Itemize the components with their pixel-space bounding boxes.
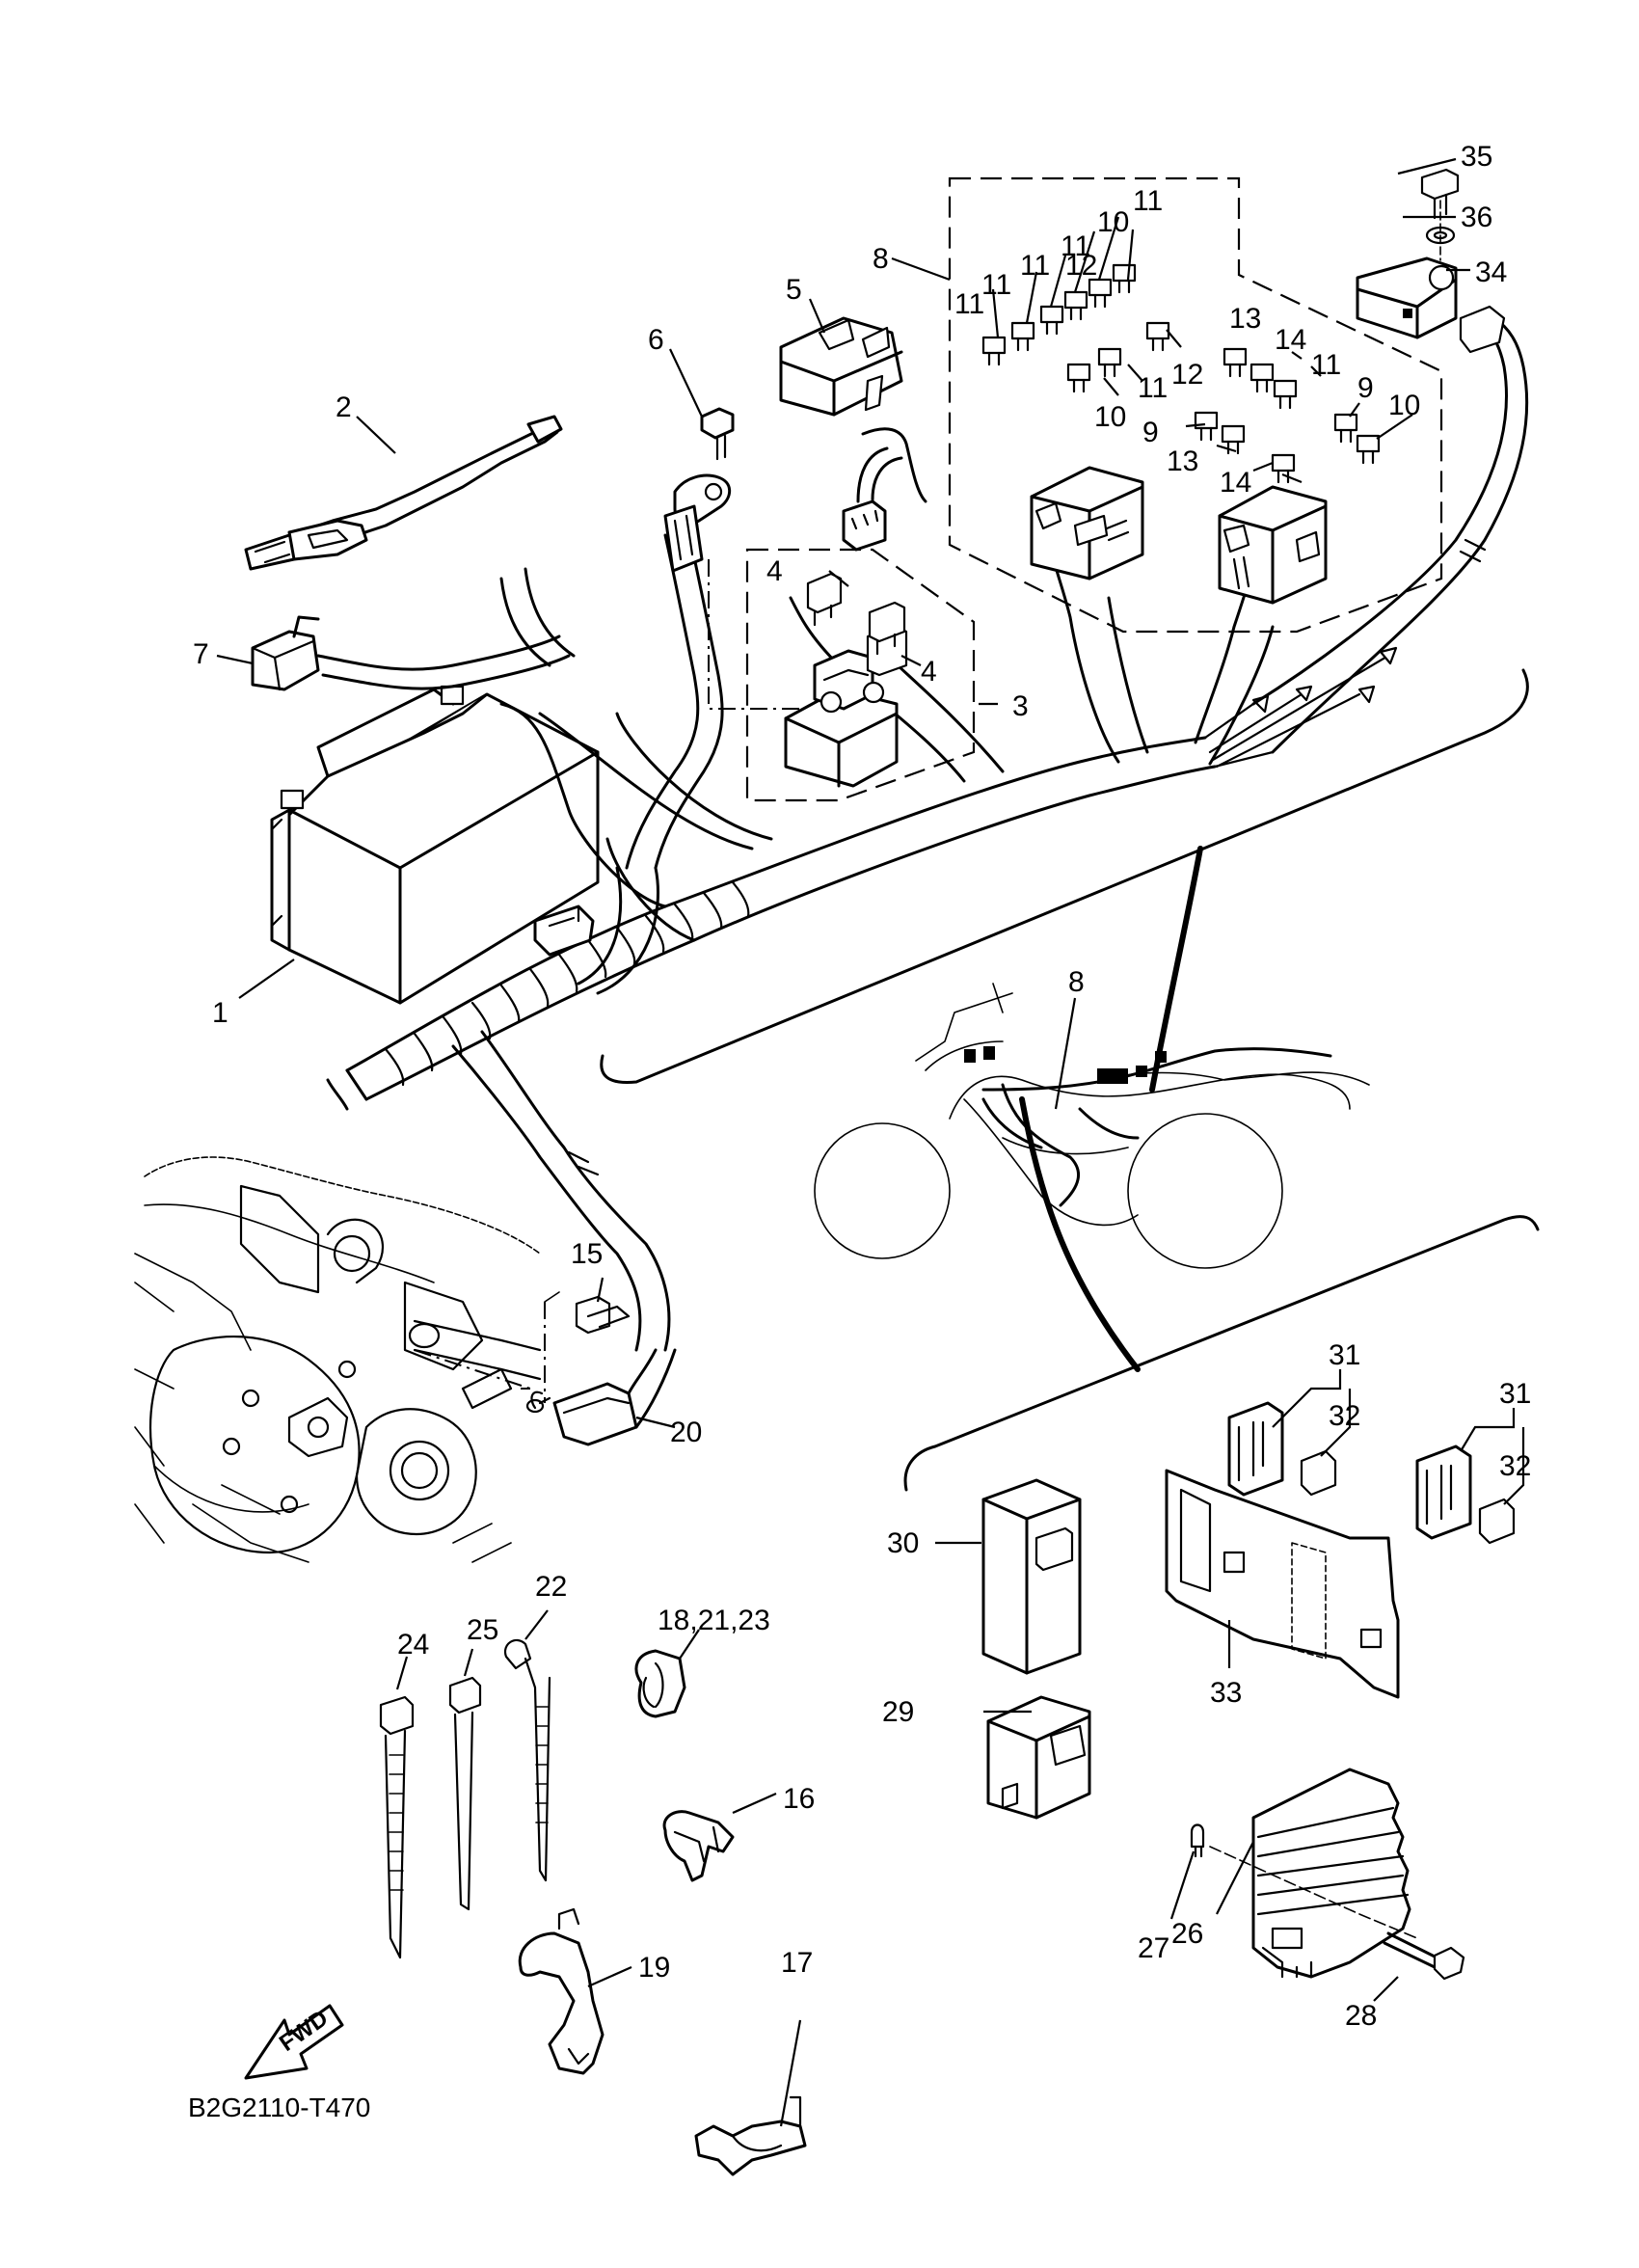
callout-31a: 31 [1329, 1339, 1360, 1371]
callout-8a: 8 [873, 243, 889, 275]
starter-relay-group [708, 548, 976, 802]
callout-9a: 9 [1142, 417, 1159, 448]
callout-18: 18,21,23 [658, 1605, 770, 1636]
callout-9b: 9 [1357, 372, 1374, 404]
divider-lines [600, 668, 1540, 1492]
callout-27: 27 [1138, 1932, 1169, 1964]
callout-8b: 8 [1068, 966, 1085, 998]
battery-band [244, 415, 563, 571]
callout-11b: 11 [1061, 230, 1090, 262]
callout-19: 19 [638, 1952, 670, 1984]
fuse-box-group [948, 176, 1443, 634]
callout-28: 28 [1345, 2000, 1377, 2032]
callout-10c: 10 [1388, 390, 1420, 421]
mounting-bracket [1165, 1469, 1400, 1699]
relay [779, 316, 927, 552]
ecu-unit [981, 1478, 1082, 1675]
rectifier-regulator [1190, 1768, 1465, 1981]
callout-33: 33 [1210, 1677, 1242, 1709]
callout-25: 25 [467, 1614, 498, 1646]
callout-1: 1 [212, 997, 228, 1029]
callout-29: 29 [882, 1696, 914, 1728]
callout-16: 16 [783, 1783, 815, 1815]
sensor-assembly [1356, 168, 1506, 354]
connector-cover [251, 615, 320, 691]
fuse-array [981, 263, 1381, 484]
cable-ties [379, 1638, 551, 1959]
wire-harness [316, 316, 1529, 1352]
callout-12b: 12 [1171, 359, 1203, 391]
callout-34: 34 [1475, 256, 1507, 288]
callout-24: 24 [397, 1629, 429, 1660]
callout-22: 22 [535, 1571, 567, 1603]
callout-14a: 14 [1275, 324, 1306, 356]
callout-30: 30 [887, 1527, 919, 1559]
callout-11g: 11 [981, 269, 1011, 301]
control-relay [986, 1695, 1091, 1820]
callout-20: 20 [670, 1417, 702, 1448]
callout-14b: 14 [1220, 467, 1251, 499]
callout-13b: 13 [1167, 446, 1198, 477]
callout-6: 6 [648, 324, 664, 356]
callout-32a: 32 [1329, 1400, 1360, 1432]
callout-13a: 13 [1229, 303, 1261, 335]
connectors [1227, 1401, 1516, 1545]
callout-11c: 11 [1020, 250, 1050, 282]
callout-17: 17 [781, 1947, 813, 1979]
callout-7: 7 [193, 638, 209, 670]
battery [270, 685, 600, 1005]
callout-31b: 31 [1499, 1378, 1531, 1410]
callout-2: 2 [336, 392, 352, 423]
callout-32b: 32 [1499, 1450, 1531, 1482]
motorcycle-outline [814, 983, 1370, 1269]
callout-12a: 12 [1065, 250, 1097, 282]
callout-35: 35 [1461, 141, 1492, 173]
diagram-code: B2G2110-T470 [188, 2092, 370, 2122]
terminal-bolt [663, 407, 735, 573]
callout-26: 26 [1171, 1918, 1203, 1950]
callout-11f: 11 [1311, 349, 1341, 381]
callout-11e: 11 [1138, 372, 1168, 404]
harness-clamps [518, 1649, 807, 2176]
callout-10a: 10 [1097, 206, 1129, 238]
callout-10b: 10 [1094, 401, 1126, 433]
engine-view [134, 1156, 542, 1563]
callout-3: 3 [1012, 690, 1029, 722]
callout-11d: 11 [954, 288, 984, 320]
callout-4b: 4 [921, 656, 937, 688]
callout-4a: 4 [766, 555, 783, 587]
callout-5: 5 [786, 274, 802, 306]
leader-lines [216, 157, 1525, 2127]
fwd-arrow: FWD [244, 2004, 344, 2080]
callout-labels: 1 2 3 4 4 5 6 7 8 8 9 9 10 10 10 11 11 1… [193, 141, 1531, 2032]
callout-36: 36 [1461, 202, 1492, 233]
callout-11a: 11 [1133, 185, 1163, 217]
callout-15: 15 [571, 1238, 603, 1270]
